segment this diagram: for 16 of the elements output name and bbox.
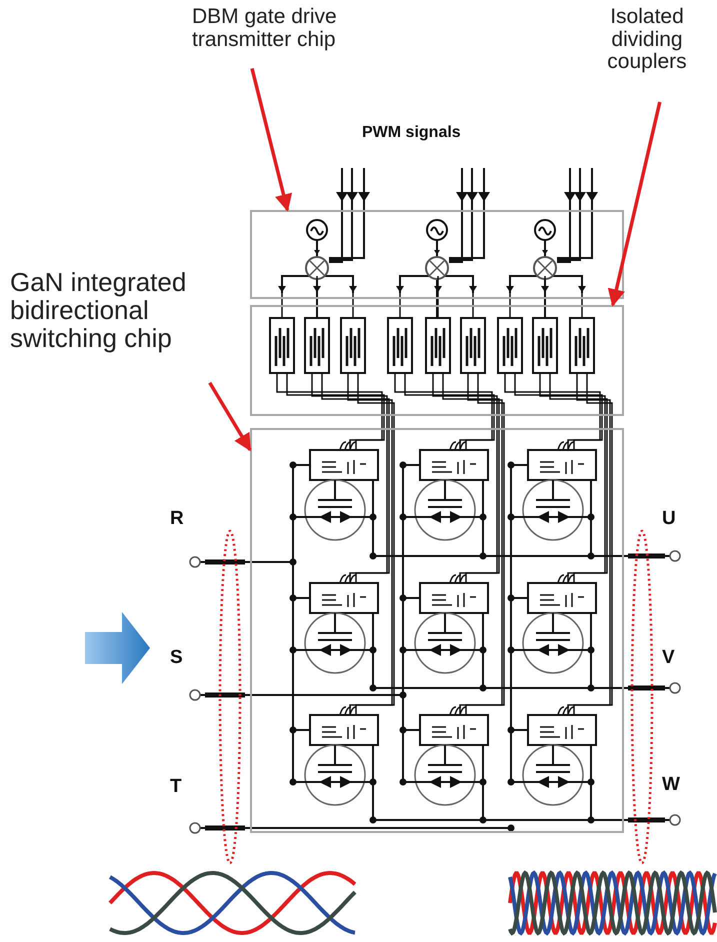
phase-label: U [662, 508, 676, 530]
signal-group-label: PWM signals [362, 124, 461, 142]
phase-label: W [662, 774, 680, 796]
phase-label: R [170, 508, 184, 530]
callout-arrow [250, 68, 292, 212]
phase-label: S [170, 647, 183, 669]
callout-text: GaN integrated bidirectional switching chip [10, 268, 245, 352]
phase-label: V [662, 647, 675, 669]
chip-frame [250, 210, 624, 299]
phase-label: T [170, 776, 182, 798]
chip-frame [250, 428, 624, 833]
callout-arrow [608, 102, 662, 307]
chip-frame [250, 305, 624, 416]
callout-text: DBM gate drive transmitter chip [192, 6, 342, 52]
callout-text: Isolated dividing couplers [583, 6, 711, 74]
callout-arrow [208, 382, 252, 452]
